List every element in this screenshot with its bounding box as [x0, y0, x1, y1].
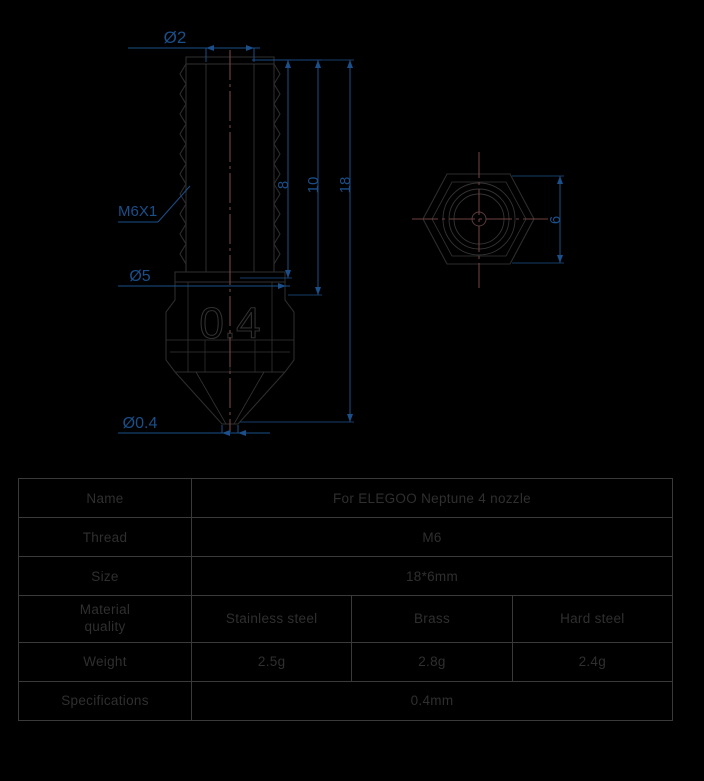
material-quality-line1: Material: [79, 602, 131, 617]
dimension-shoulder-diameter: Ø5: [118, 268, 290, 289]
material-quality-line2: quality: [84, 618, 126, 634]
row-value-weight-1: 2.5g: [190, 641, 353, 682]
dimension-label-18: 18: [337, 177, 354, 194]
row-value-name: For ELEGOO Neptune 4 nozzle: [191, 478, 673, 518]
dimension-label-top-diameter: Ø2: [164, 28, 187, 47]
dimension-label-hex-width: 6: [547, 216, 564, 224]
row-value-weight-3: 2.4g: [511, 641, 674, 682]
row-label-weight: Weight: [18, 641, 192, 682]
technical-drawing: 0.4 Ø2: [118, 28, 564, 436]
row-value-material-2: Brass: [351, 595, 513, 643]
row-value-size: 18*6mm: [191, 556, 673, 596]
table-row: Weight 2.5g 2.8g 2.4g: [18, 641, 674, 682]
row-label-size: Size: [18, 556, 192, 596]
row-value-material-3: Hard steel: [511, 595, 674, 643]
dimension-label-thread: M6X1: [118, 203, 157, 220]
dimension-label-8: 8: [275, 181, 292, 189]
table-row: Name For ELEGOO Neptune 4 nozzle: [18, 478, 673, 518]
row-label-name: Name: [18, 478, 192, 518]
dimension-length-8: 8: [240, 59, 292, 279]
table-row: Size 18*6mm: [18, 556, 673, 596]
dimension-nozzle-diameter: Ø0.4: [118, 415, 270, 436]
table-row: Material quality Stainless steel Brass H…: [18, 595, 674, 643]
dimension-label-shoulder-diameter: Ø5: [129, 268, 150, 285]
row-value-material-1: Stainless steel: [190, 595, 353, 643]
dimension-thread-leader: M6X1: [118, 185, 191, 223]
table-row: Thread M6: [18, 517, 673, 557]
row-value-weight-2: 2.8g: [351, 641, 513, 682]
specifications-table: Name For ELEGOO Neptune 4 nozzle Thread …: [18, 478, 674, 721]
specifications-table-wrapper: Name For ELEGOO Neptune 4 nozzle Thread …: [18, 478, 674, 721]
dimension-length-18: 18: [240, 59, 354, 423]
row-label-specifications: Specifications: [18, 680, 192, 721]
row-value-thread: M6: [191, 517, 673, 557]
row-label-thread: Thread: [18, 517, 192, 557]
row-label-material-quality: Material quality: [18, 595, 192, 643]
table-row: Specifications 0.4mm: [18, 680, 673, 721]
dimension-top-diameter: Ø2: [128, 28, 260, 62]
end-view-centerline: [412, 152, 548, 288]
row-value-specifications: 0.4mm: [191, 680, 673, 721]
dimension-label-nozzle-diameter: Ø0.4: [123, 415, 158, 432]
dimension-hex-width: 6: [512, 175, 564, 264]
dimension-label-10: 10: [305, 177, 322, 194]
